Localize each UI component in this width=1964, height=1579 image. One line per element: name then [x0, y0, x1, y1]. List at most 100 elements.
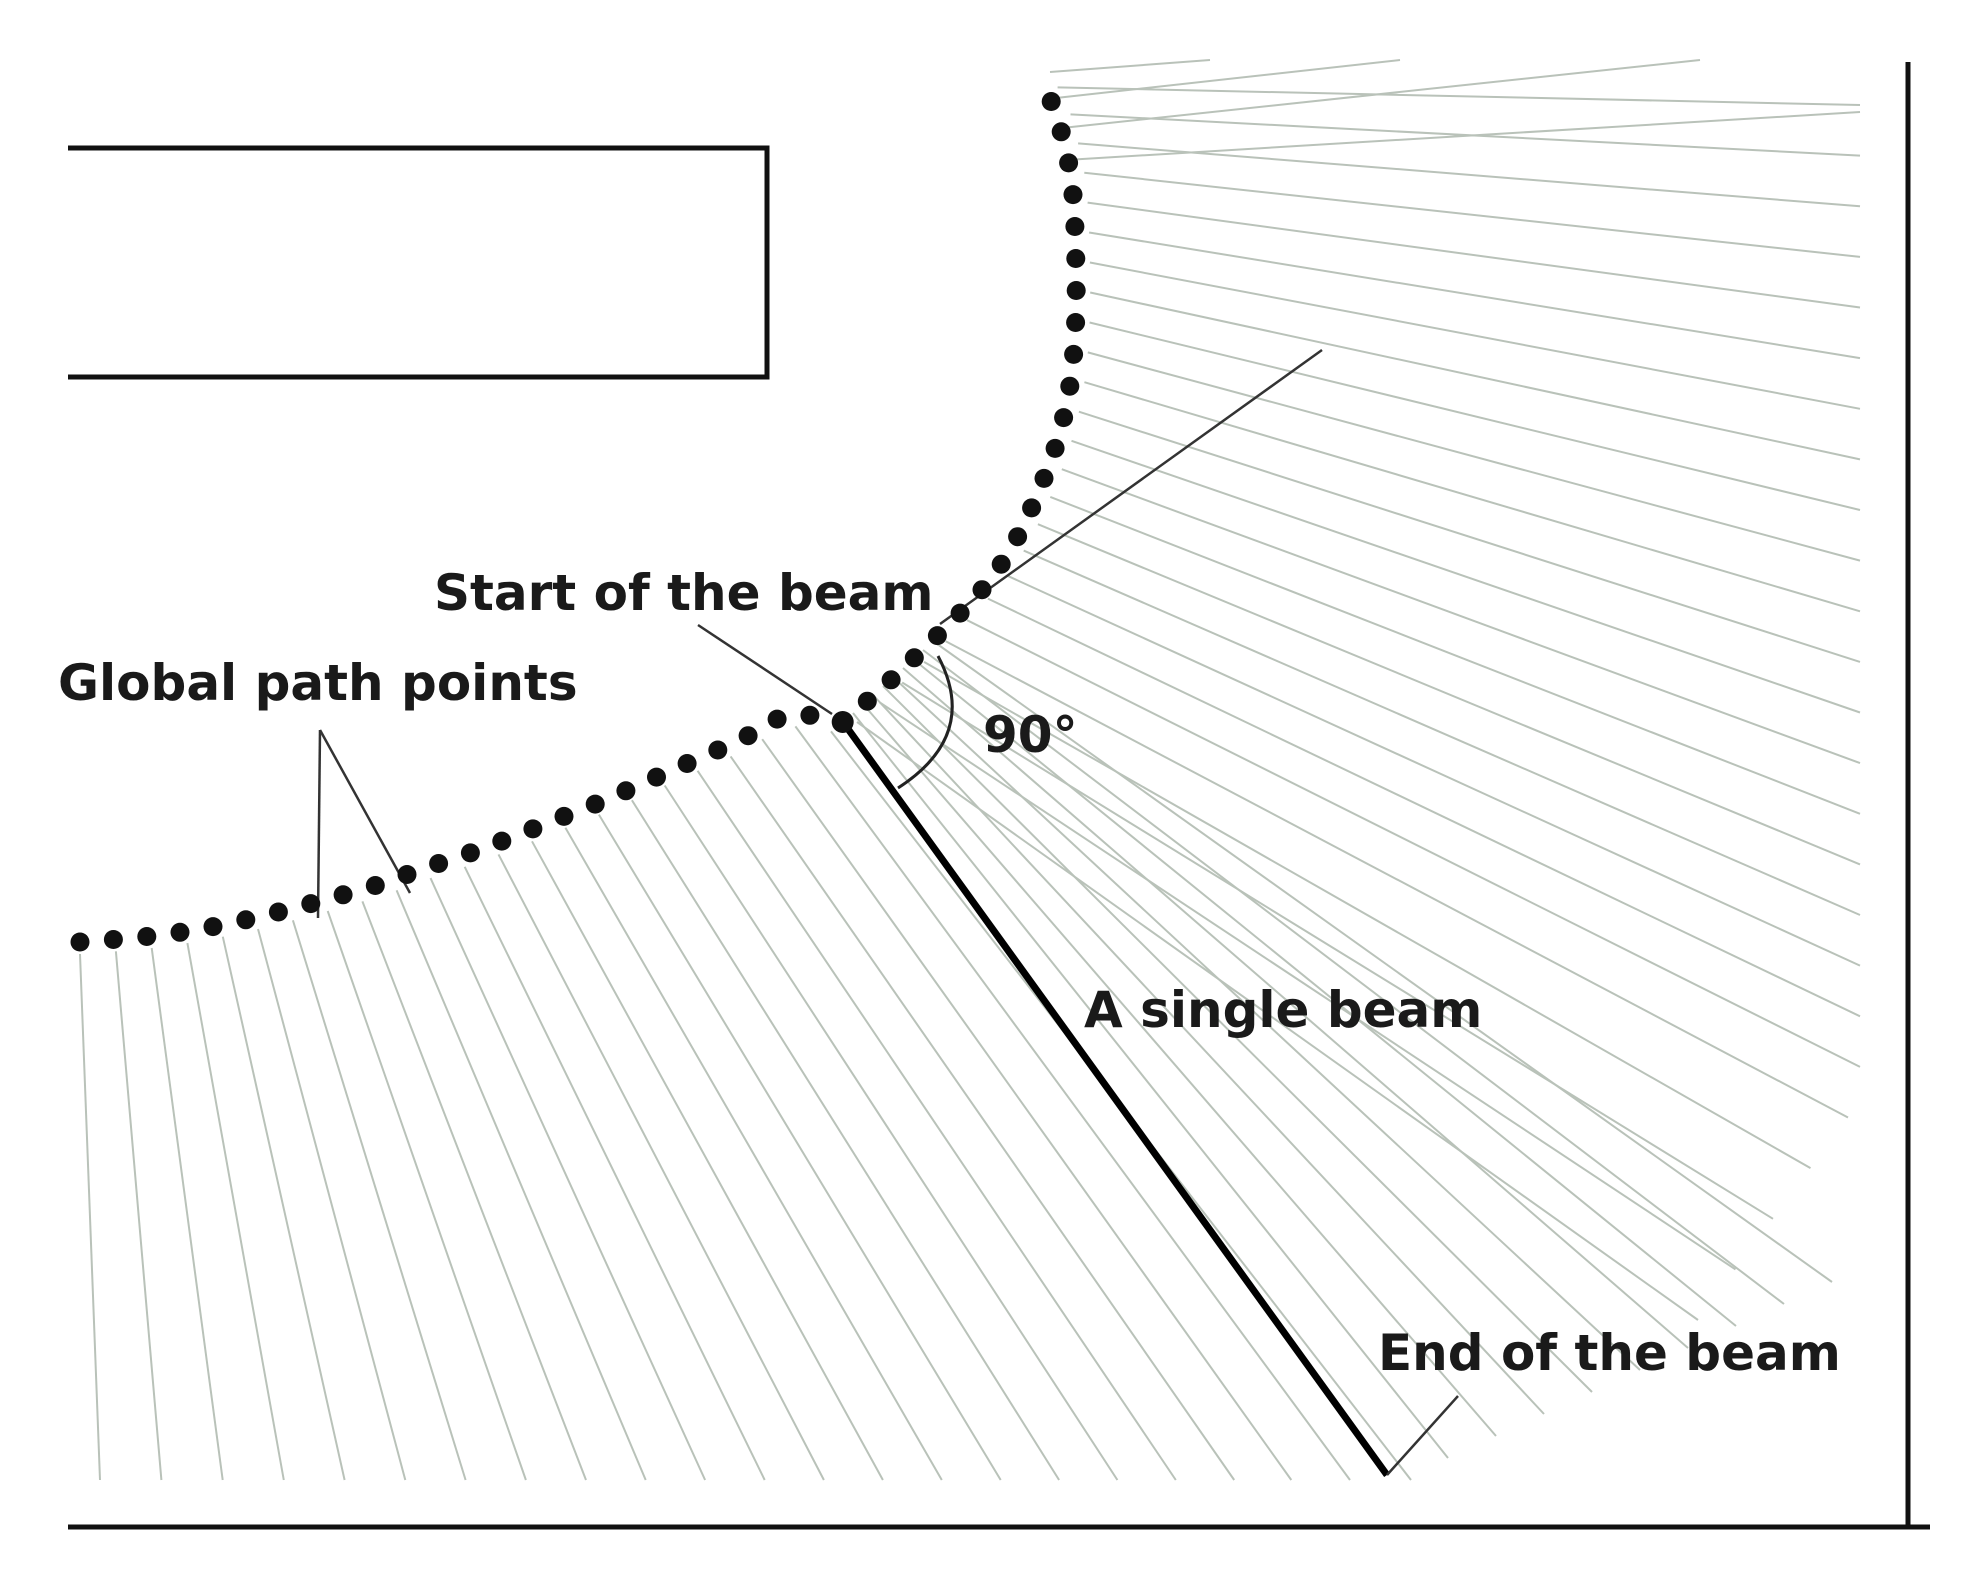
path-point — [927, 626, 947, 646]
path-point — [554, 806, 574, 826]
beam-line — [257, 928, 407, 1481]
path-point — [1022, 498, 1042, 518]
path-point — [1045, 438, 1065, 458]
beam-line — [1078, 410, 1861, 663]
beam-line — [1087, 201, 1861, 309]
angle-label: 90° — [983, 706, 1078, 764]
path-point — [1008, 527, 1028, 547]
beam-line — [1061, 468, 1861, 765]
beam-line — [1087, 351, 1861, 562]
beam-line — [1061, 59, 1701, 129]
beam-line — [1006, 574, 1861, 967]
right-angle-arc — [897, 655, 954, 790]
beam-line — [902, 667, 1689, 1349]
beam-line — [856, 721, 1699, 1321]
beam-line — [598, 814, 1002, 1481]
path-point — [268, 902, 288, 922]
beam-line — [862, 703, 1497, 1437]
beam-line — [761, 738, 1293, 1481]
single-beam — [840, 719, 1390, 1478]
beam-line — [429, 877, 707, 1481]
beam-line — [879, 701, 1737, 1271]
beam-line — [794, 725, 1351, 1481]
path-point — [972, 580, 992, 600]
path-point — [460, 843, 480, 863]
beam-line — [631, 799, 1060, 1481]
beam-line — [564, 827, 943, 1481]
beam-line — [114, 951, 163, 1481]
path-point — [881, 670, 901, 690]
beam-line — [79, 953, 101, 1481]
path-point — [333, 885, 353, 905]
path-point — [991, 554, 1011, 574]
beam-line — [1088, 231, 1861, 360]
beam-line — [463, 866, 766, 1481]
beam-line — [1049, 495, 1861, 815]
path-point — [1066, 313, 1086, 332]
beam-line — [1049, 59, 1211, 73]
path-point — [677, 754, 697, 773]
beam-line — [1065, 111, 1861, 161]
path-point — [904, 648, 924, 668]
path-point — [70, 932, 90, 952]
path-point — [585, 794, 605, 814]
beam-line — [923, 661, 1811, 1169]
path-point — [1066, 281, 1086, 300]
path-point — [1054, 408, 1074, 428]
beam-line — [945, 640, 1849, 1119]
beam-line — [361, 901, 587, 1481]
beam-line — [186, 942, 285, 1481]
beam-line — [1089, 321, 1861, 511]
beam-line — [497, 853, 825, 1481]
beam-line — [1084, 381, 1861, 613]
beam-line — [1023, 549, 1861, 916]
beam-line — [326, 910, 527, 1481]
beam-line — [1078, 142, 1861, 208]
tangent-line — [939, 348, 1323, 626]
path-point — [301, 894, 321, 914]
beam-line — [966, 619, 1861, 1068]
path-point — [203, 917, 223, 937]
path-point — [137, 927, 157, 946]
path-point — [365, 876, 385, 895]
beam-line — [987, 597, 1861, 1018]
path-point — [1064, 344, 1084, 364]
path-point — [1041, 92, 1061, 111]
beam-line — [1089, 261, 1861, 410]
path-point — [523, 819, 543, 839]
beam-line — [1037, 523, 1861, 866]
path-point — [1034, 468, 1054, 488]
beam-line — [729, 755, 1236, 1481]
global-path-points-label: Global path points — [58, 654, 578, 712]
path-point — [647, 767, 666, 787]
path-point — [950, 603, 970, 623]
beam-line — [150, 947, 224, 1481]
beam-line — [932, 640, 1833, 1283]
path-point — [170, 922, 190, 942]
beam-lines — [79, 59, 1861, 1481]
path-point — [1066, 249, 1086, 268]
global-path-leader-1 — [316, 729, 322, 919]
path-point — [800, 705, 820, 725]
beam-line — [882, 685, 1593, 1393]
global-path-points — [70, 92, 1086, 952]
path-point — [1060, 376, 1080, 396]
beam-line — [395, 889, 647, 1481]
path-point — [738, 726, 758, 746]
beam-line — [1084, 171, 1861, 258]
path-point — [397, 865, 417, 884]
path-point — [616, 781, 636, 801]
beam-line — [892, 676, 1641, 1371]
start-leader-line — [697, 623, 833, 716]
beam-line — [1071, 439, 1861, 714]
path-point — [1065, 217, 1085, 236]
end-leader-line — [1386, 1395, 1459, 1476]
beam-line — [912, 658, 1737, 1327]
beam-line — [852, 712, 1449, 1459]
path-point — [831, 711, 854, 733]
global-path-leader-2 — [318, 729, 412, 894]
obstacle-rectangle — [68, 145, 770, 380]
beam-line — [663, 784, 1119, 1481]
